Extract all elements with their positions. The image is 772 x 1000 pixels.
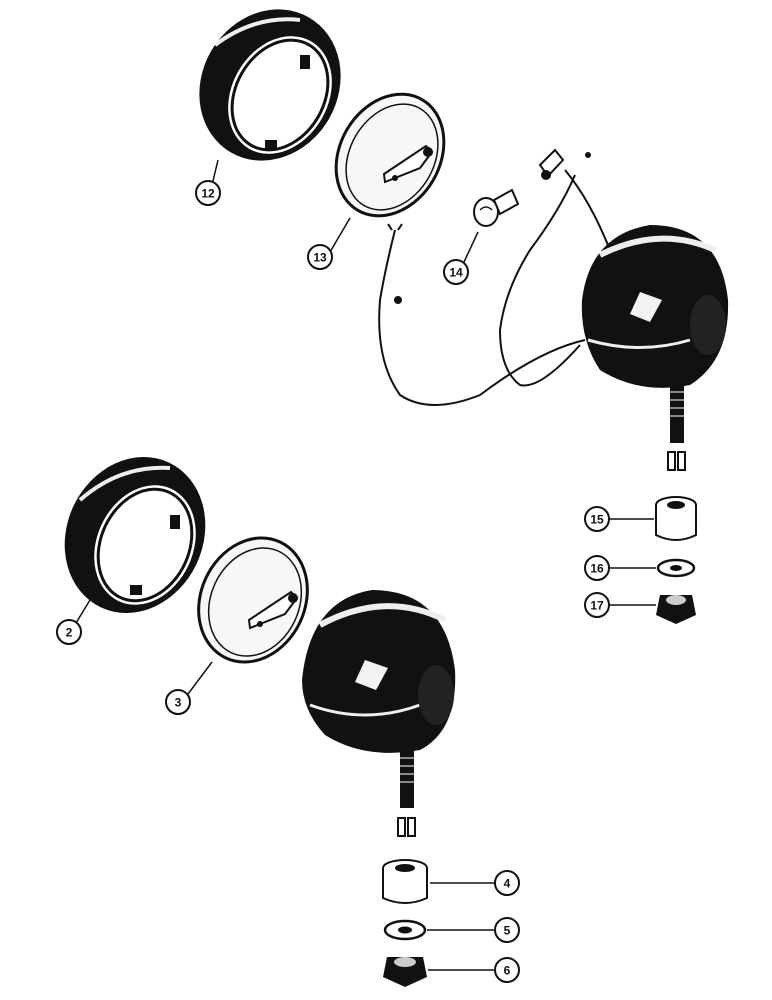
callout-13: 13 [307,217,351,270]
callout-15: 15 [584,506,654,532]
spacer-upper [655,496,697,541]
nut-lower [383,957,427,987]
nut-upper [656,595,696,624]
callout-5: 5 [427,917,520,943]
trim-ring-lower [64,457,206,613]
callout-4-label: 4 [504,877,511,891]
callout-16-label: 16 [590,562,604,576]
spacer-lower [382,859,428,904]
callout-3: 3 [165,661,213,715]
lamp-housing-lower [302,590,456,837]
callout-17-label: 17 [590,599,604,613]
washer-upper [656,558,696,578]
callout-3-label: 3 [175,696,182,710]
lamp-housing-upper [581,225,729,471]
callout-2-label: 2 [66,626,73,640]
callout-5-label: 5 [504,924,511,938]
callout-16: 16 [584,555,656,581]
trim-ring-upper [199,9,341,161]
callout-15-label: 15 [590,513,604,527]
callout-4: 4 [430,870,520,896]
washer-lower [383,919,427,941]
lens-upper [334,92,446,218]
callout-17: 17 [584,592,656,618]
callout-2: 2 [56,599,91,645]
lamp-wires-upper [378,169,611,406]
wire-terminal-clip [394,148,591,304]
callout-12-label: 12 [201,187,215,201]
callout-14: 14 [443,231,479,285]
lens-lower [197,536,309,664]
callout-6-label: 6 [504,964,511,978]
callout-13-label: 13 [313,251,327,265]
bulb [473,188,520,227]
callout-14-label: 14 [449,266,463,280]
callout-6: 6 [428,957,520,983]
callout-12: 12 [195,159,221,206]
